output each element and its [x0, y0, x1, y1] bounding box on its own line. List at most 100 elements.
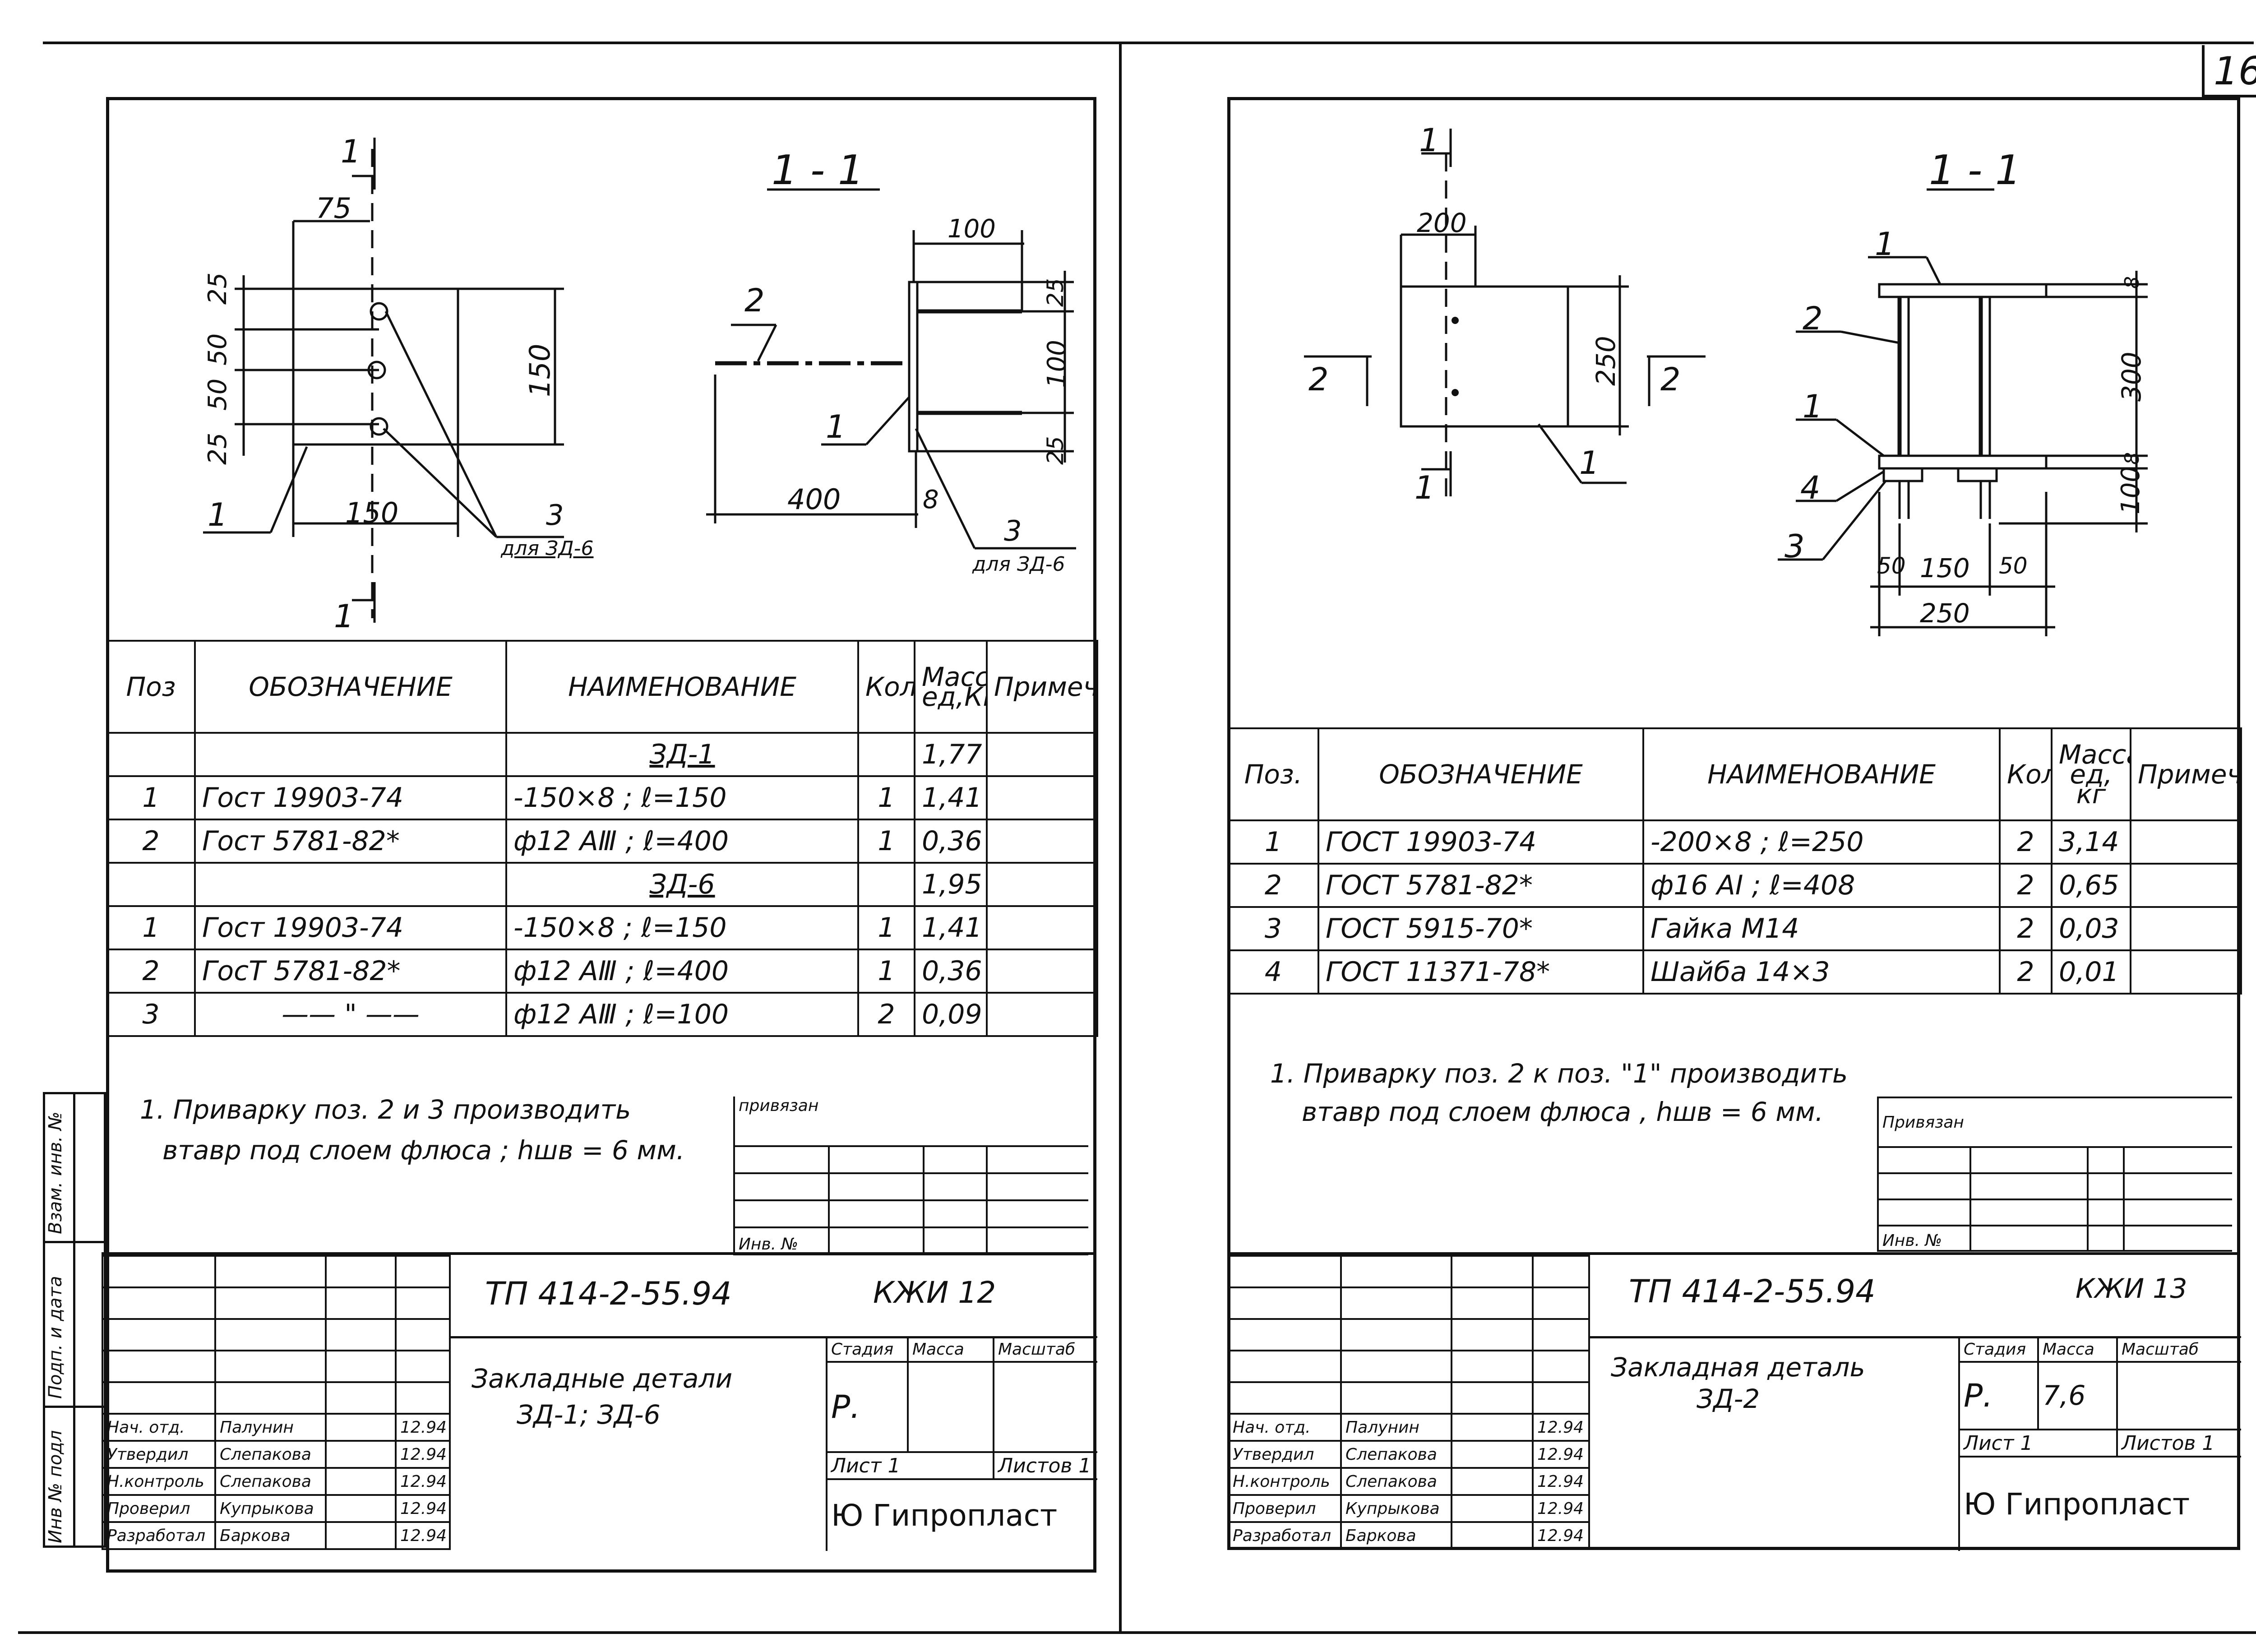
right-stamp-sheet-code: КЖИ 13	[2076, 1273, 2187, 1305]
right-section-title: 1 - 1	[1929, 147, 2021, 194]
right-stamp-title-2: ЗД-2	[1697, 1384, 1760, 1414]
right-section-dim-50-left: 50	[1877, 553, 1906, 579]
left-stamp-org: Ю Гипропласт	[826, 1478, 1097, 1551]
right-stamp-org: Ю Гипропласт	[1958, 1456, 2241, 1551]
right-section-dim-50-right: 50	[1999, 553, 2028, 579]
center-divider	[1119, 43, 1122, 1633]
right-section-dim-8-a: 8	[2121, 276, 2144, 289]
left-side-label-inv: Инв № подл	[45, 1430, 66, 1543]
left-section-dim-100-top: 100	[948, 214, 996, 244]
right-stamp-mass: 7,6	[2037, 1361, 2118, 1430]
left-note-line-2: втавр под слоем флюса ; hшв = 6 мм.	[162, 1135, 685, 1166]
right-plan-section-mark-bottom: 1	[1415, 469, 1435, 506]
left-spec-h-qty: Кол	[857, 640, 915, 734]
left-plan-leader-3-note: для ЗД-6	[501, 537, 594, 560]
signature	[1451, 1413, 1534, 1442]
left-plan-dim-25-bottom: 25	[203, 432, 232, 465]
left-section-dim-100-right: 100	[1042, 340, 1072, 388]
left-section-dim-8: 8	[923, 485, 939, 514]
left-inv-label: Инв. №	[739, 1235, 799, 1254]
left-plan-section-mark-bottom: 1	[334, 598, 354, 635]
right-spec-h-designation: ОБОЗНАЧЕНИЕ	[1318, 727, 1644, 821]
right-section-leader-1-top: 1	[1875, 226, 1895, 263]
right-section-leader-3: 3	[1784, 528, 1805, 565]
right-plan-section-mark-top: 1	[1419, 122, 1439, 159]
left-spec-h-name: НАИМЕНОВАНИЕ	[505, 640, 859, 734]
right-spec-table: Поз. ОБОЗНАЧЕНИЕ НАИМЕНОВАНИЕ Кол Масса …	[1227, 727, 2242, 995]
right-plan-leader-1: 1	[1579, 444, 1600, 481]
right-section-leader-4: 4	[1800, 469, 1821, 506]
signature	[325, 1440, 397, 1469]
left-section-title: 1 - 1	[772, 147, 864, 194]
right-stamp-code: ТП 414-2-55.94	[1629, 1273, 1876, 1310]
signature	[325, 1494, 397, 1523]
left-stamp-stage: Р.	[826, 1361, 909, 1453]
left-plan-dim-25-top: 25	[203, 272, 232, 305]
left-plan-dim-50-b: 50	[203, 378, 232, 411]
right-section-dim-150: 150	[1920, 553, 1970, 583]
left-plan-section-mark-top: 1	[341, 133, 361, 170]
left-spec-table: Поз ОБОЗНАЧЕНИЕ НАИМЕНОВАНИЕ Кол Масса е…	[106, 640, 1098, 1037]
right-privyazan-grid: Привязан Инв. №	[1877, 1097, 2232, 1252]
right-stamp-stage: Р.	[1958, 1361, 2039, 1430]
right-section-dim-300: 300	[2116, 352, 2147, 402]
left-side-label-vzam: Взам. инв. №	[45, 1111, 66, 1234]
right-spec-h-mass: Масса ед, кг	[2051, 727, 2131, 821]
left-stamp-code: ТП 414-2-55.94	[485, 1275, 732, 1312]
right-spec-h-qty: Кол	[1999, 727, 2053, 821]
left-spec-h-designation: ОБОЗНАЧЕНИЕ	[194, 640, 507, 734]
left-spec-h-note: Примеч.	[986, 640, 1098, 734]
right-plan-mark-2-left: 2	[1308, 361, 1329, 398]
left-plan-dim-50-a: 50	[203, 333, 232, 366]
signature	[325, 1467, 397, 1496]
page-number: 16	[2214, 49, 2256, 94]
right-note-line-1: 1. Приварку поз. 2 к поз. "1" производит…	[1270, 1058, 1848, 1089]
right-inv-label: Инв. №	[1882, 1231, 1942, 1250]
left-section-leader-3-note: для ЗД-6	[972, 553, 1065, 576]
left-spec-header-row: Поз ОБОЗНАЧЕНИЕ НАИМЕНОВАНИЕ Кол Масса е…	[106, 640, 1098, 734]
right-plan-dim-200: 200	[1417, 208, 1467, 238]
left-spec-h-pos: Поз	[106, 640, 196, 734]
outer-top-line	[43, 42, 2254, 44]
right-privyazan-label: Привязан	[1882, 1113, 1964, 1132]
right-spec-h-name: НАИМЕНОВАНИЕ	[1642, 727, 2001, 821]
right-note-line-2: втавр под слоем флюса , hшв = 6 мм.	[1302, 1097, 1824, 1127]
left-plan-dim-150-bottom: 150	[345, 496, 399, 529]
signature	[1451, 1467, 1534, 1496]
signature	[1451, 1440, 1534, 1469]
left-stamp-title-2: ЗД-1; ЗД-6	[517, 1399, 661, 1430]
right-spec-h-pos: Поз.	[1227, 727, 1319, 821]
outer-bottom-line	[18, 1631, 2256, 1634]
left-privyazan-grid: привязан Инв. №	[733, 1097, 1089, 1255]
left-side-label-podp: Подп. и дата	[45, 1276, 66, 1399]
signature	[325, 1413, 397, 1442]
left-plan-dim-75: 75	[316, 192, 351, 225]
left-note-line-1: 1. Приварку поз. 2 и 3 производить	[140, 1094, 631, 1125]
right-section-dim-100: 100	[2116, 466, 2145, 514]
left-stamp-title-1: Закладные детали	[472, 1363, 733, 1394]
left-privyazan-label: привязан	[739, 1097, 819, 1115]
